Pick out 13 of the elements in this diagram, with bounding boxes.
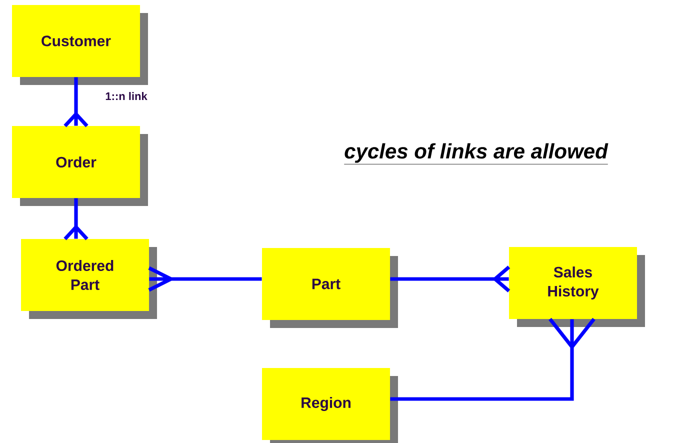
entity-box: Part (262, 248, 398, 328)
connector (388, 265, 511, 293)
connector (147, 266, 264, 292)
entity-box: Customer (12, 5, 148, 85)
connector (388, 317, 596, 401)
entity-box: Region (262, 368, 398, 443)
entity-box: Sales History (509, 247, 645, 327)
connector (63, 196, 89, 241)
entity-box: Order (12, 126, 148, 206)
title: cycles of links are allowed (344, 143, 608, 164)
connector (63, 75, 89, 128)
edge-label: 1::n link (104, 91, 148, 101)
entity-box: Ordered Part (21, 239, 157, 319)
